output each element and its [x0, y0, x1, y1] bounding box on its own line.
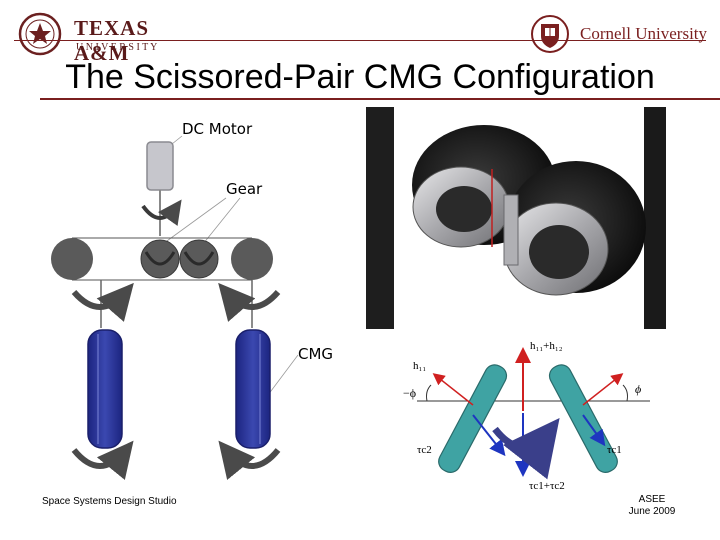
- right-ring-hole: [529, 225, 589, 279]
- tau-c1-label: τc1: [607, 444, 622, 456]
- footer-conference-date: June 2009: [628, 506, 676, 517]
- tamu-subtitle: U N I V E R S I T Y: [76, 42, 158, 53]
- phi-label: ϕ: [635, 382, 641, 396]
- title-underline: [40, 98, 720, 100]
- h1-vector-left: [432, 373, 474, 406]
- left-ring-hole: [436, 186, 492, 232]
- footer-conference: ASEE June 2009: [612, 494, 692, 518]
- left-cmg-wheel: [87, 329, 123, 449]
- right-tilted-wheel: [548, 364, 618, 473]
- footer-conference-name: ASEE: [638, 494, 666, 505]
- neg-phi-arc: [426, 384, 432, 402]
- cmg-leader-line: [267, 354, 299, 396]
- center-gear-shaft: [503, 194, 519, 266]
- gear-center-a: [140, 239, 180, 279]
- cornell-shield-icon: [531, 15, 569, 53]
- tau-sum-label: τc1+τc2: [529, 480, 565, 492]
- gear-arrow-a: [144, 251, 176, 266]
- header-rule: [14, 40, 706, 41]
- gear-leader-line-b: [202, 197, 241, 245]
- cmg-schematic: [51, 135, 299, 480]
- gear-right-outer: [231, 238, 273, 280]
- tamu-logo: TEXAS A&M U N I V E R S I T Y: [14, 12, 194, 65]
- dc-motor-label: DC Motor: [182, 120, 253, 138]
- gear-center-b: [179, 239, 219, 279]
- cmg-hardware-photo: [366, 107, 666, 329]
- neg-phi-label: −ϕ: [403, 386, 416, 400]
- left-gimbal-arrow-bottom: [71, 440, 134, 480]
- right-gimbal-arrow-top: [218, 282, 281, 322]
- tau-c2-vector: [472, 414, 506, 457]
- left-gimbal-arrow-top: [71, 282, 134, 322]
- tamu-wordmark: TEXAS A&M: [74, 16, 150, 65]
- right-cmg-wheel: [235, 329, 271, 449]
- torque-vector-diagram: h₁₁+h₁₂ h₁₁ −ϕ ϕ τc2 τc1 τc1+τc2: [403, 340, 650, 492]
- footer-lab-name: Space Systems Design Studio: [42, 496, 177, 507]
- slide-title: The Scissored-Pair CMG Configuration: [65, 58, 655, 96]
- dc-motor: [146, 141, 174, 191]
- h1-label: h₁₁: [413, 360, 426, 372]
- tau-c1-vector: [582, 414, 606, 447]
- gear-left-outer: [51, 238, 93, 280]
- motor-leader-line: [171, 135, 183, 145]
- gimbal-rotation-arc: [492, 417, 560, 480]
- left-tilted-wheel: [438, 364, 508, 473]
- cornell-logo: Cornell University: [530, 14, 710, 54]
- gear-arrow-b: [183, 251, 215, 266]
- photo-left-band: [366, 107, 394, 329]
- h1-vector-right: [582, 373, 624, 406]
- tau-c2-label: τc2: [417, 444, 432, 456]
- right-gimbal-arrow-bottom: [218, 440, 281, 480]
- photo-right-band: [644, 107, 666, 329]
- phi-arc: [622, 384, 628, 402]
- gear-leader-line-a: [159, 197, 227, 247]
- h-sum-label: h₁₁+h₁₂: [530, 340, 563, 352]
- gear-label: Gear: [226, 180, 263, 198]
- tamu-seal-icon: [18, 12, 62, 56]
- cornell-wordmark: Cornell University: [580, 24, 708, 43]
- cmg-label: CMG: [298, 345, 334, 363]
- motor-rotation-arrow: [141, 199, 182, 226]
